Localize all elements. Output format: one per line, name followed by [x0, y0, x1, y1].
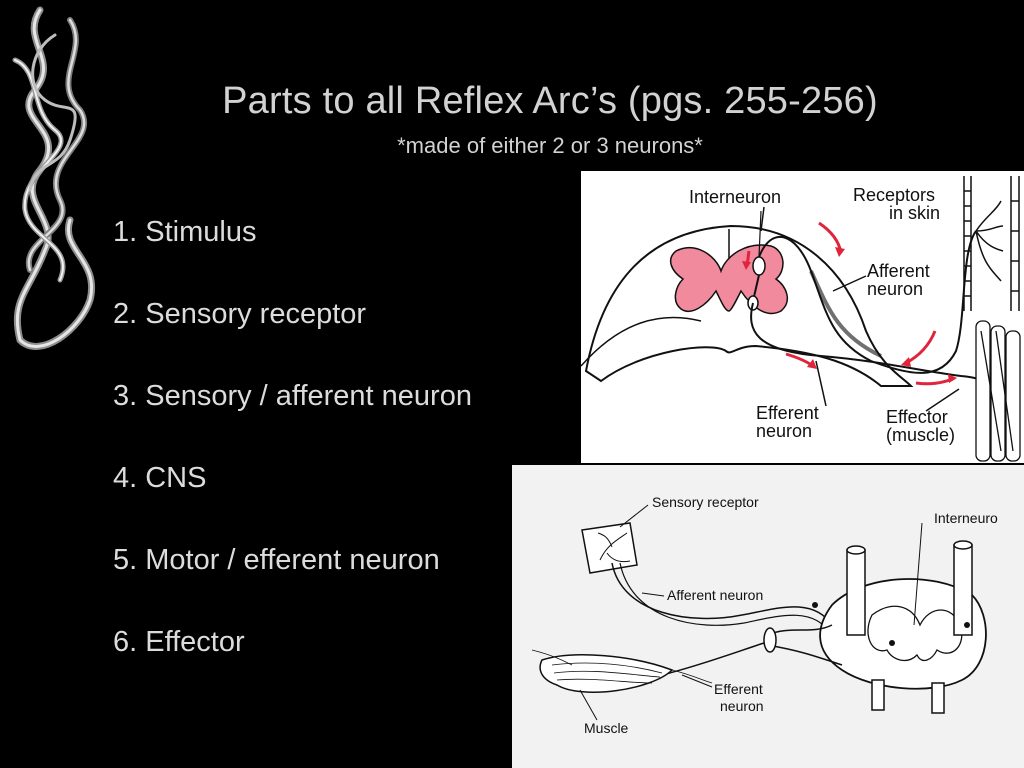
- list-item: 2. Sensory receptor: [113, 298, 367, 330]
- efferent-neuron-label-line2: neuron: [756, 421, 812, 441]
- list-item: 6. Effector: [113, 626, 245, 658]
- efferent-neuron-label: Efferent: [756, 403, 819, 423]
- wire-sculpture-decoration: [12, 6, 96, 350]
- afferent-neuron-label: Afferent: [867, 261, 930, 281]
- efferent-neuron-label-bottom-line2: neuron: [720, 698, 764, 714]
- interneuron-label-bottom: Interneuro: [934, 510, 998, 526]
- sensory-receptor-label: Sensory receptor: [652, 494, 759, 510]
- slide-title: Parts to all Reflex Arc’s (pgs. 255-256): [222, 80, 878, 122]
- muscle-label: Muscle: [584, 720, 629, 736]
- slide-subtitle: *made of either 2 or 3 neurons*: [397, 133, 703, 158]
- efferent-neuron-label-bottom: Efferent: [714, 681, 763, 697]
- list-item: 5. Motor / efferent neuron: [113, 544, 440, 576]
- reflex-arc-diagram-lineart: Sensory receptor Interneuro Afferent neu…: [512, 465, 1024, 768]
- list-item: 3. Sensory / afferent neuron: [113, 380, 472, 412]
- list-item: 4. CNS: [113, 462, 207, 494]
- receptors-label: Receptors: [853, 185, 935, 205]
- afferent-neuron-label-line2: neuron: [867, 279, 923, 299]
- reflex-arc-parts-list: 1. Stimulus 2. Sensory receptor 3. Senso…: [113, 212, 472, 704]
- effector-label: Effector: [886, 407, 948, 427]
- list-item: 1. Stimulus: [113, 216, 257, 248]
- effector-label-line2: (muscle): [886, 425, 955, 445]
- reflex-arc-diagram-color: Interneuron Receptors in skin Afferent n…: [581, 171, 1024, 463]
- afferent-neuron-label-bottom: Afferent neuron: [667, 587, 763, 603]
- interneuron-label: Interneuron: [689, 187, 781, 207]
- receptors-label-line2: in skin: [889, 203, 940, 223]
